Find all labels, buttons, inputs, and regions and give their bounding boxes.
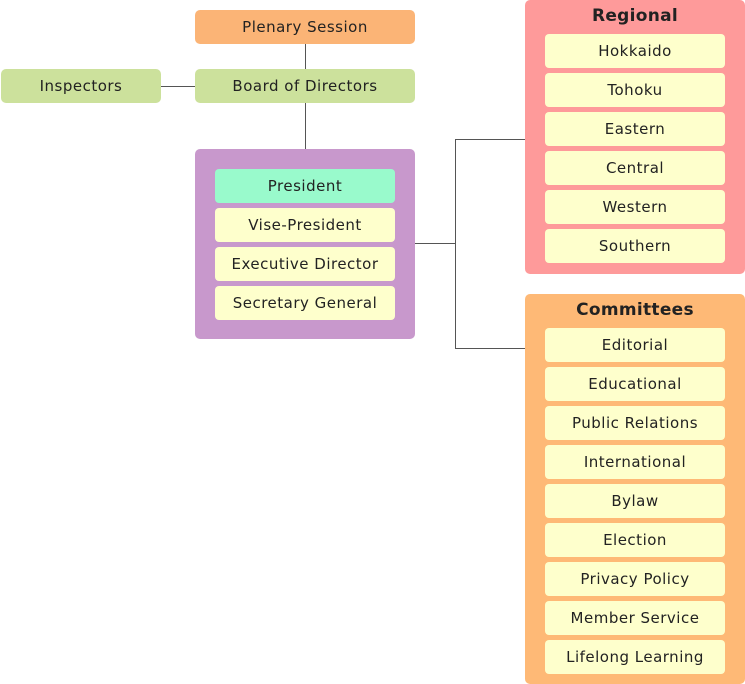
president-node: President — [215, 169, 395, 203]
connector-trunk-regional — [455, 139, 526, 140]
committee-item-privacy-policy: Privacy Policy — [545, 562, 725, 596]
connector-board-executive — [305, 103, 306, 150]
committee-item-public-relations: Public Relations — [545, 406, 725, 440]
regional-item-western: Western — [545, 190, 725, 224]
committees-title: Committees — [576, 300, 694, 320]
plenary-session-node: Plenary Session — [195, 10, 415, 44]
regional-item-southern: Southern — [545, 229, 725, 263]
connector-inspectors-board — [161, 86, 196, 87]
connector-executive-trunk — [414, 243, 456, 244]
regional-item-central: Central — [545, 151, 725, 185]
board-of-directors-node: Board of Directors — [195, 69, 415, 103]
committee-item-educational: Educational — [545, 367, 725, 401]
vise-president-node: Vise-President — [215, 208, 395, 242]
regional-panel: Regional Hokkaido Tohoku Eastern Central… — [525, 0, 745, 274]
connector-trunk-committees — [455, 348, 526, 349]
committee-item-lifelong-learning: Lifelong Learning — [545, 640, 725, 674]
connector-plenary-board — [305, 44, 306, 70]
regional-item-hokkaido: Hokkaido — [545, 34, 725, 68]
connector-vertical-trunk — [455, 139, 456, 349]
committee-item-bylaw: Bylaw — [545, 484, 725, 518]
regional-title: Regional — [591, 6, 679, 26]
committee-item-election: Election — [545, 523, 725, 557]
committee-item-international: International — [545, 445, 725, 479]
secretary-general-node: Secretary General — [215, 286, 395, 320]
regional-item-eastern: Eastern — [545, 112, 725, 146]
committee-item-member-service: Member Service — [545, 601, 725, 635]
committees-panel: Committees Editorial Educational Public … — [525, 294, 745, 684]
executive-director-node: Executive Director — [215, 247, 395, 281]
committee-item-editorial: Editorial — [545, 328, 725, 362]
executive-panel: President Vise-President Executive Direc… — [195, 149, 415, 339]
inspectors-node: Inspectors — [1, 69, 161, 103]
regional-item-tohoku: Tohoku — [545, 73, 725, 107]
